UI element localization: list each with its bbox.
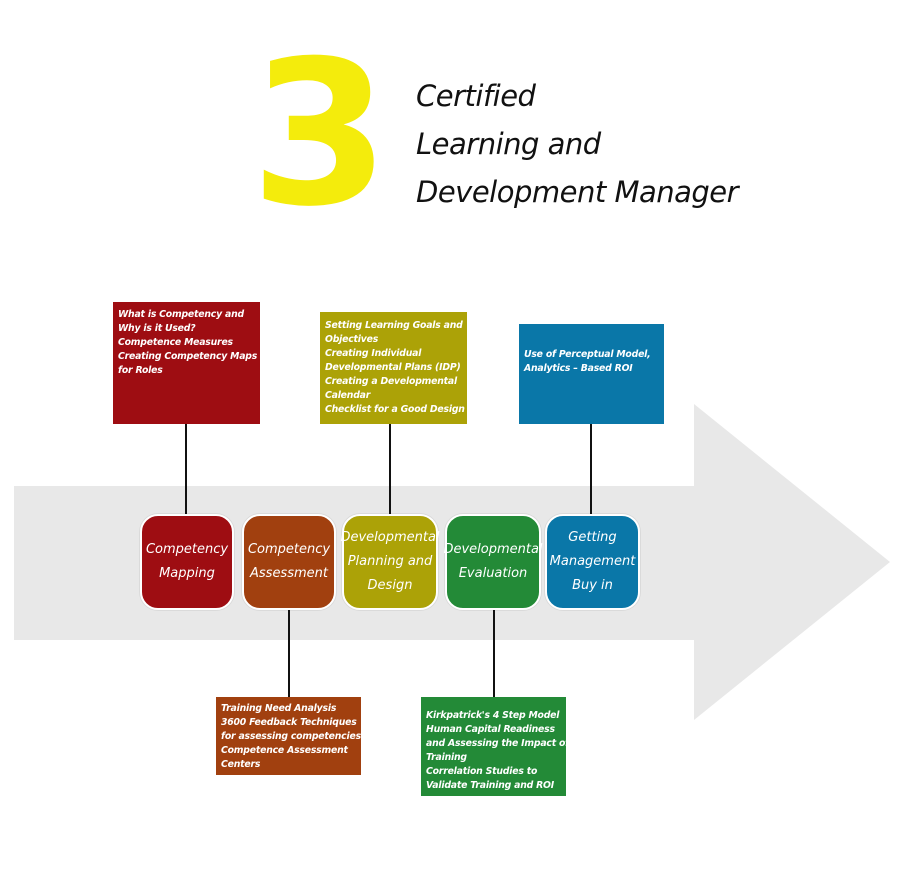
note-competency-mapping: What is Competency and Why is it Used? C… bbox=[113, 302, 260, 424]
connector-planning bbox=[389, 424, 391, 516]
note-line: Creating Competency Maps bbox=[118, 351, 258, 362]
title-line-1: Certified bbox=[416, 79, 536, 113]
note-line: Why is it Used? bbox=[118, 323, 196, 334]
note-line: Competence Measures bbox=[118, 337, 233, 348]
stage-label: Getting Management Buy in bbox=[549, 530, 636, 593]
stage-management-buyin: Getting Management Buy in bbox=[545, 514, 640, 610]
stage-label: Competency Assessment bbox=[247, 542, 331, 581]
note-line: Developmental Plans (IDP) bbox=[325, 362, 461, 373]
note-line: Training Need Analysis bbox=[221, 703, 337, 714]
note-line: for Roles bbox=[118, 365, 163, 376]
stage-competency-assessment: Competency Assessment bbox=[242, 514, 336, 610]
note-developmental-evaluation: Kirkpatrick's 4 Step Model Human Capital… bbox=[421, 697, 570, 796]
stage-label: Developmental Planning and Design bbox=[340, 530, 440, 593]
note-line: Use of Perceptual Model, bbox=[524, 349, 651, 360]
note-line: Training bbox=[426, 752, 467, 763]
note-line: Correlation Studies to bbox=[426, 766, 538, 777]
note-line: Centers bbox=[221, 759, 261, 770]
connector-buyin bbox=[590, 424, 592, 516]
stage-label: Developmental Evaluation bbox=[443, 542, 543, 581]
connector-assessment bbox=[288, 609, 290, 697]
stage-developmental-planning: Developmental Planning and Design bbox=[340, 514, 440, 610]
note-line: Analytics – Based ROI bbox=[524, 363, 633, 374]
note-line: Creating a Developmental bbox=[325, 376, 457, 387]
note-management-buyin: Use of Perceptual Model, Analytics – Bas… bbox=[519, 324, 664, 424]
stage-developmental-evaluation: Developmental Evaluation bbox=[443, 514, 543, 610]
note-line: for assessing competencies bbox=[221, 731, 361, 742]
note-line: Objectives bbox=[325, 334, 379, 345]
note-line: Checklist for a Good Design bbox=[325, 404, 465, 415]
number-three: 3 bbox=[250, 18, 390, 251]
note-line: What is Competency and bbox=[118, 309, 244, 320]
note-line: Human Capital Readiness bbox=[426, 724, 555, 735]
title-line-2: Learning and bbox=[416, 127, 601, 161]
title-line-3: Development Manager bbox=[416, 175, 739, 209]
stage-label: Competency Mapping bbox=[145, 542, 229, 581]
stage-competency-mapping: Competency Mapping bbox=[140, 514, 234, 610]
note-line: Setting Learning Goals and bbox=[325, 320, 463, 331]
note-line: and Assessing the Impact of bbox=[426, 738, 570, 749]
note-line: Validate Training and ROI bbox=[426, 780, 555, 791]
note-line: Competence Assessment bbox=[221, 745, 348, 756]
note-line: 3600 Feedback Techniques bbox=[221, 717, 357, 728]
connector-evaluation bbox=[493, 609, 495, 697]
note-competency-assessment: Training Need Analysis 3600 Feedback Tec… bbox=[216, 697, 361, 775]
note-line: Calendar bbox=[325, 390, 371, 401]
connector-mapping bbox=[185, 424, 187, 516]
note-line: Kirkpatrick's 4 Step Model bbox=[426, 710, 560, 721]
note-line: Creating Individual bbox=[325, 348, 422, 359]
note-developmental-planning: Setting Learning Goals and Objectives Cr… bbox=[320, 312, 467, 424]
diagram-title: Certified Learning and Development Manag… bbox=[416, 72, 739, 216]
